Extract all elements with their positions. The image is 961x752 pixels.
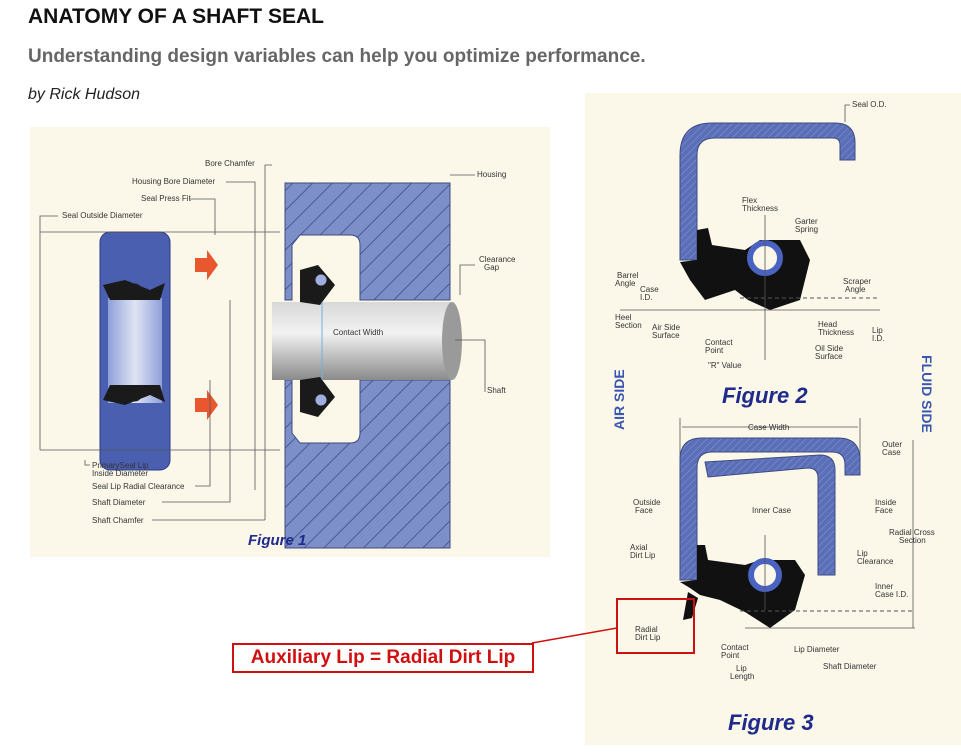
label-gap: Gap — [484, 263, 500, 272]
label-shaft-diameter: Shaft Diameter — [92, 498, 146, 507]
label-air-side-surface: Air Side — [652, 323, 681, 332]
label-garter-spring: Garter — [795, 217, 818, 226]
label-seal-od: Seal O.D. — [852, 100, 887, 109]
label-axial-dirt-lip-2: Dirt Lip — [630, 551, 656, 560]
radial-dirt-lip-highlight — [616, 598, 695, 654]
label-inner-case-id-2: Case I.D. — [875, 590, 908, 599]
label-oil-side-surface-2: Surface — [815, 352, 843, 361]
label-case-width: Case Width — [748, 423, 789, 432]
arrow-icon — [195, 390, 218, 420]
label-air-side-surface-2: Surface — [652, 331, 680, 340]
label-axial-dirt-lip: Axial — [630, 543, 648, 552]
label-case-id: Case — [640, 285, 659, 294]
article-title: ANATOMY OF A SHAFT SEAL — [28, 5, 324, 28]
label-radial-dirt-lip-2: Dirt Lip — [635, 633, 661, 642]
label-housing: Housing — [477, 170, 506, 179]
label-shaft-diameter: Shaft Diameter — [823, 662, 877, 671]
auxiliary-lip-annotation: Auxiliary Lip = Radial Dirt Lip — [232, 643, 534, 673]
label-barrel-angle-2: Angle — [615, 279, 636, 288]
label-outside-face-2: Face — [635, 506, 653, 515]
label-inner-case-id: Inner — [875, 582, 894, 591]
outer-case — [679, 437, 861, 581]
label-primary-lip-id: Inside Diameter — [92, 469, 148, 478]
figure-3-caption: Figure 3 — [728, 710, 814, 735]
label-inside-face-2: Face — [875, 506, 893, 515]
label-lip-id-2: I.D. — [872, 334, 884, 343]
figure-1: Bore Chamfer Housing Bore Diameter Seal … — [30, 127, 550, 557]
figure-2-caption: Figure 2 — [722, 383, 808, 408]
label-flex-thickness-2: Thickness — [742, 204, 778, 213]
article-byline: by Rick Hudson — [28, 86, 141, 103]
label-heel-section-2: Section — [615, 321, 642, 330]
label-housing-bore-diameter: Housing Bore Diameter — [132, 177, 215, 186]
label-case-id-2: I.D. — [640, 293, 652, 302]
label-garter-spring-2: Spring — [795, 225, 818, 234]
label-barrel-angle: Barrel — [617, 271, 639, 280]
label-primary-lip: PrimarySeal Lip — [92, 461, 149, 470]
label-lip-length: Lip — [736, 664, 747, 673]
figure-1-caption: Figure 1 — [248, 532, 306, 549]
label-contact-width: Contact Width — [333, 328, 383, 337]
label-r-value: "R" Value — [708, 361, 742, 370]
annotation-connector — [531, 627, 618, 644]
figure-2-3-panel: AIR SIDE FLUID SIDE Seal O.D. Flex Thick… — [585, 93, 961, 745]
label-contact-point: Contact — [705, 338, 733, 347]
label-lip-clearance: Lip — [857, 549, 868, 558]
label-shaft: Shaft — [487, 386, 506, 395]
inner-case — [704, 454, 836, 576]
label-outside-face: Outside — [633, 498, 661, 507]
label-inside-face: Inside — [875, 498, 897, 507]
label-outer-case: Outer — [882, 440, 902, 449]
article-subtitle: Understanding design variables can help … — [28, 46, 646, 67]
label-lip-id: Lip — [872, 326, 883, 335]
housing-top — [284, 182, 451, 301]
fluid-side-label: FLUID SIDE — [919, 355, 935, 433]
label-bore-chamfer: Bore Chamfer — [205, 159, 255, 168]
label-head-thickness: Head — [818, 320, 837, 329]
label-scraper-angle: Scraper — [843, 277, 871, 286]
label-lip-length-2: Length — [730, 672, 754, 681]
arrow-icon — [195, 250, 218, 280]
label-lip-clearance-2: Clearance — [857, 557, 894, 566]
label-contact-point-2: Point — [705, 346, 724, 355]
air-side-label: AIR SIDE — [611, 369, 627, 430]
label-seal-outside-diameter: Seal Outside Diameter — [62, 211, 143, 220]
label-radial-cross-section: Radial Cross — [889, 528, 935, 537]
label-outer-case-2: Case — [882, 448, 901, 457]
label-clearance: Clearance — [479, 255, 516, 264]
label-lip-diameter: Lip Diameter — [794, 645, 840, 654]
label-radial-cross-section-2: Section — [899, 536, 926, 545]
label-radial-dirt-lip: Radial — [635, 625, 658, 634]
label-head-thickness-2: Thickness — [818, 328, 854, 337]
shaft — [272, 302, 452, 380]
label-contact-point: Contact — [721, 643, 749, 652]
label-seal-lip-radial-clearance: Seal Lip Radial Clearance — [92, 482, 185, 491]
label-shaft-chamfer: Shaft Chamfer — [92, 516, 144, 525]
label-scraper-angle-2: Angle — [845, 285, 866, 294]
label-contact-point-2: Point — [721, 651, 740, 660]
label-seal-press-fit: Seal Press Fit — [141, 194, 192, 203]
figure-2: Seal O.D. Flex Thickness Garter Spring B… — [615, 100, 887, 408]
label-flex-thickness: Flex — [742, 196, 757, 205]
label-heel-section: Heel — [615, 313, 632, 322]
label-inner-case: Inner Case — [752, 506, 792, 515]
label-oil-side-surface: Oil Side — [815, 344, 844, 353]
